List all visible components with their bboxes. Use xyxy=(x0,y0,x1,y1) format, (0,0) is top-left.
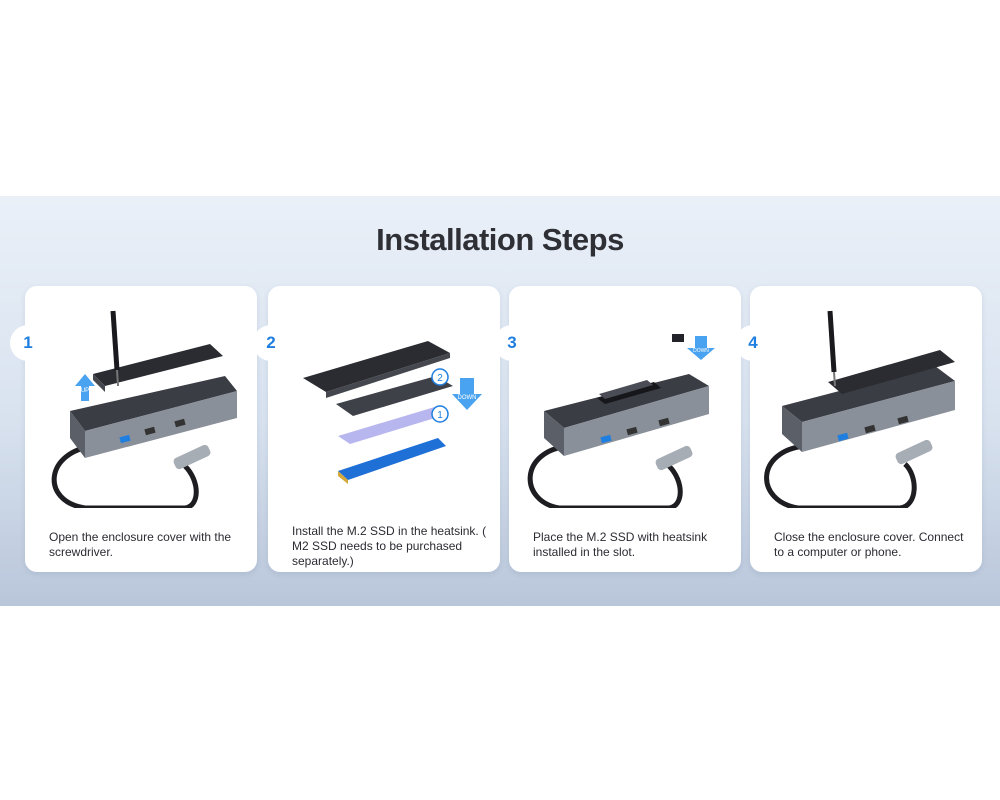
step-number-4: 4 xyxy=(735,325,771,361)
callout-1: 1 xyxy=(437,410,443,421)
hub-place-ssd-illustration: DOWN xyxy=(527,334,715,508)
step-caption-1: Open the enclosure cover with the screwd… xyxy=(49,530,232,559)
step-number-2: 2 xyxy=(253,325,289,361)
step-card-4: Close the enclosure cover. Connect to a … xyxy=(750,286,982,572)
page-title: Installation Steps xyxy=(376,222,624,257)
step-card-2: 2 1 DOWN Install the M.2 SSD in the heat… xyxy=(268,286,500,572)
step-number-1: 1 xyxy=(10,325,46,361)
down-arrow-label: DOWN xyxy=(693,348,709,354)
step-card-1: UP Open the enclosure cover with the scr… xyxy=(25,286,257,572)
step-caption-3: Place the M.2 SSD with heatsink installe… xyxy=(533,530,708,559)
step-number-3: 3 xyxy=(494,325,530,361)
step-caption-2: Install the M.2 SSD in the heatsink. ( M… xyxy=(292,524,487,568)
hub-open-cover-illustration: UP xyxy=(51,310,237,508)
ssd-heatsink-illustration: 2 1 DOWN xyxy=(303,341,482,484)
step-caption-4: Close the enclosure cover. Connect to a … xyxy=(774,530,964,559)
hub-close-cover-illustration xyxy=(764,310,955,508)
step-card-3: DOWN Place the M.2 SSD with heatsink ins… xyxy=(509,286,741,572)
callout-2: 2 xyxy=(437,373,443,384)
down-arrow-label: DOWN xyxy=(458,395,477,401)
up-arrow-label: UP xyxy=(81,388,89,394)
